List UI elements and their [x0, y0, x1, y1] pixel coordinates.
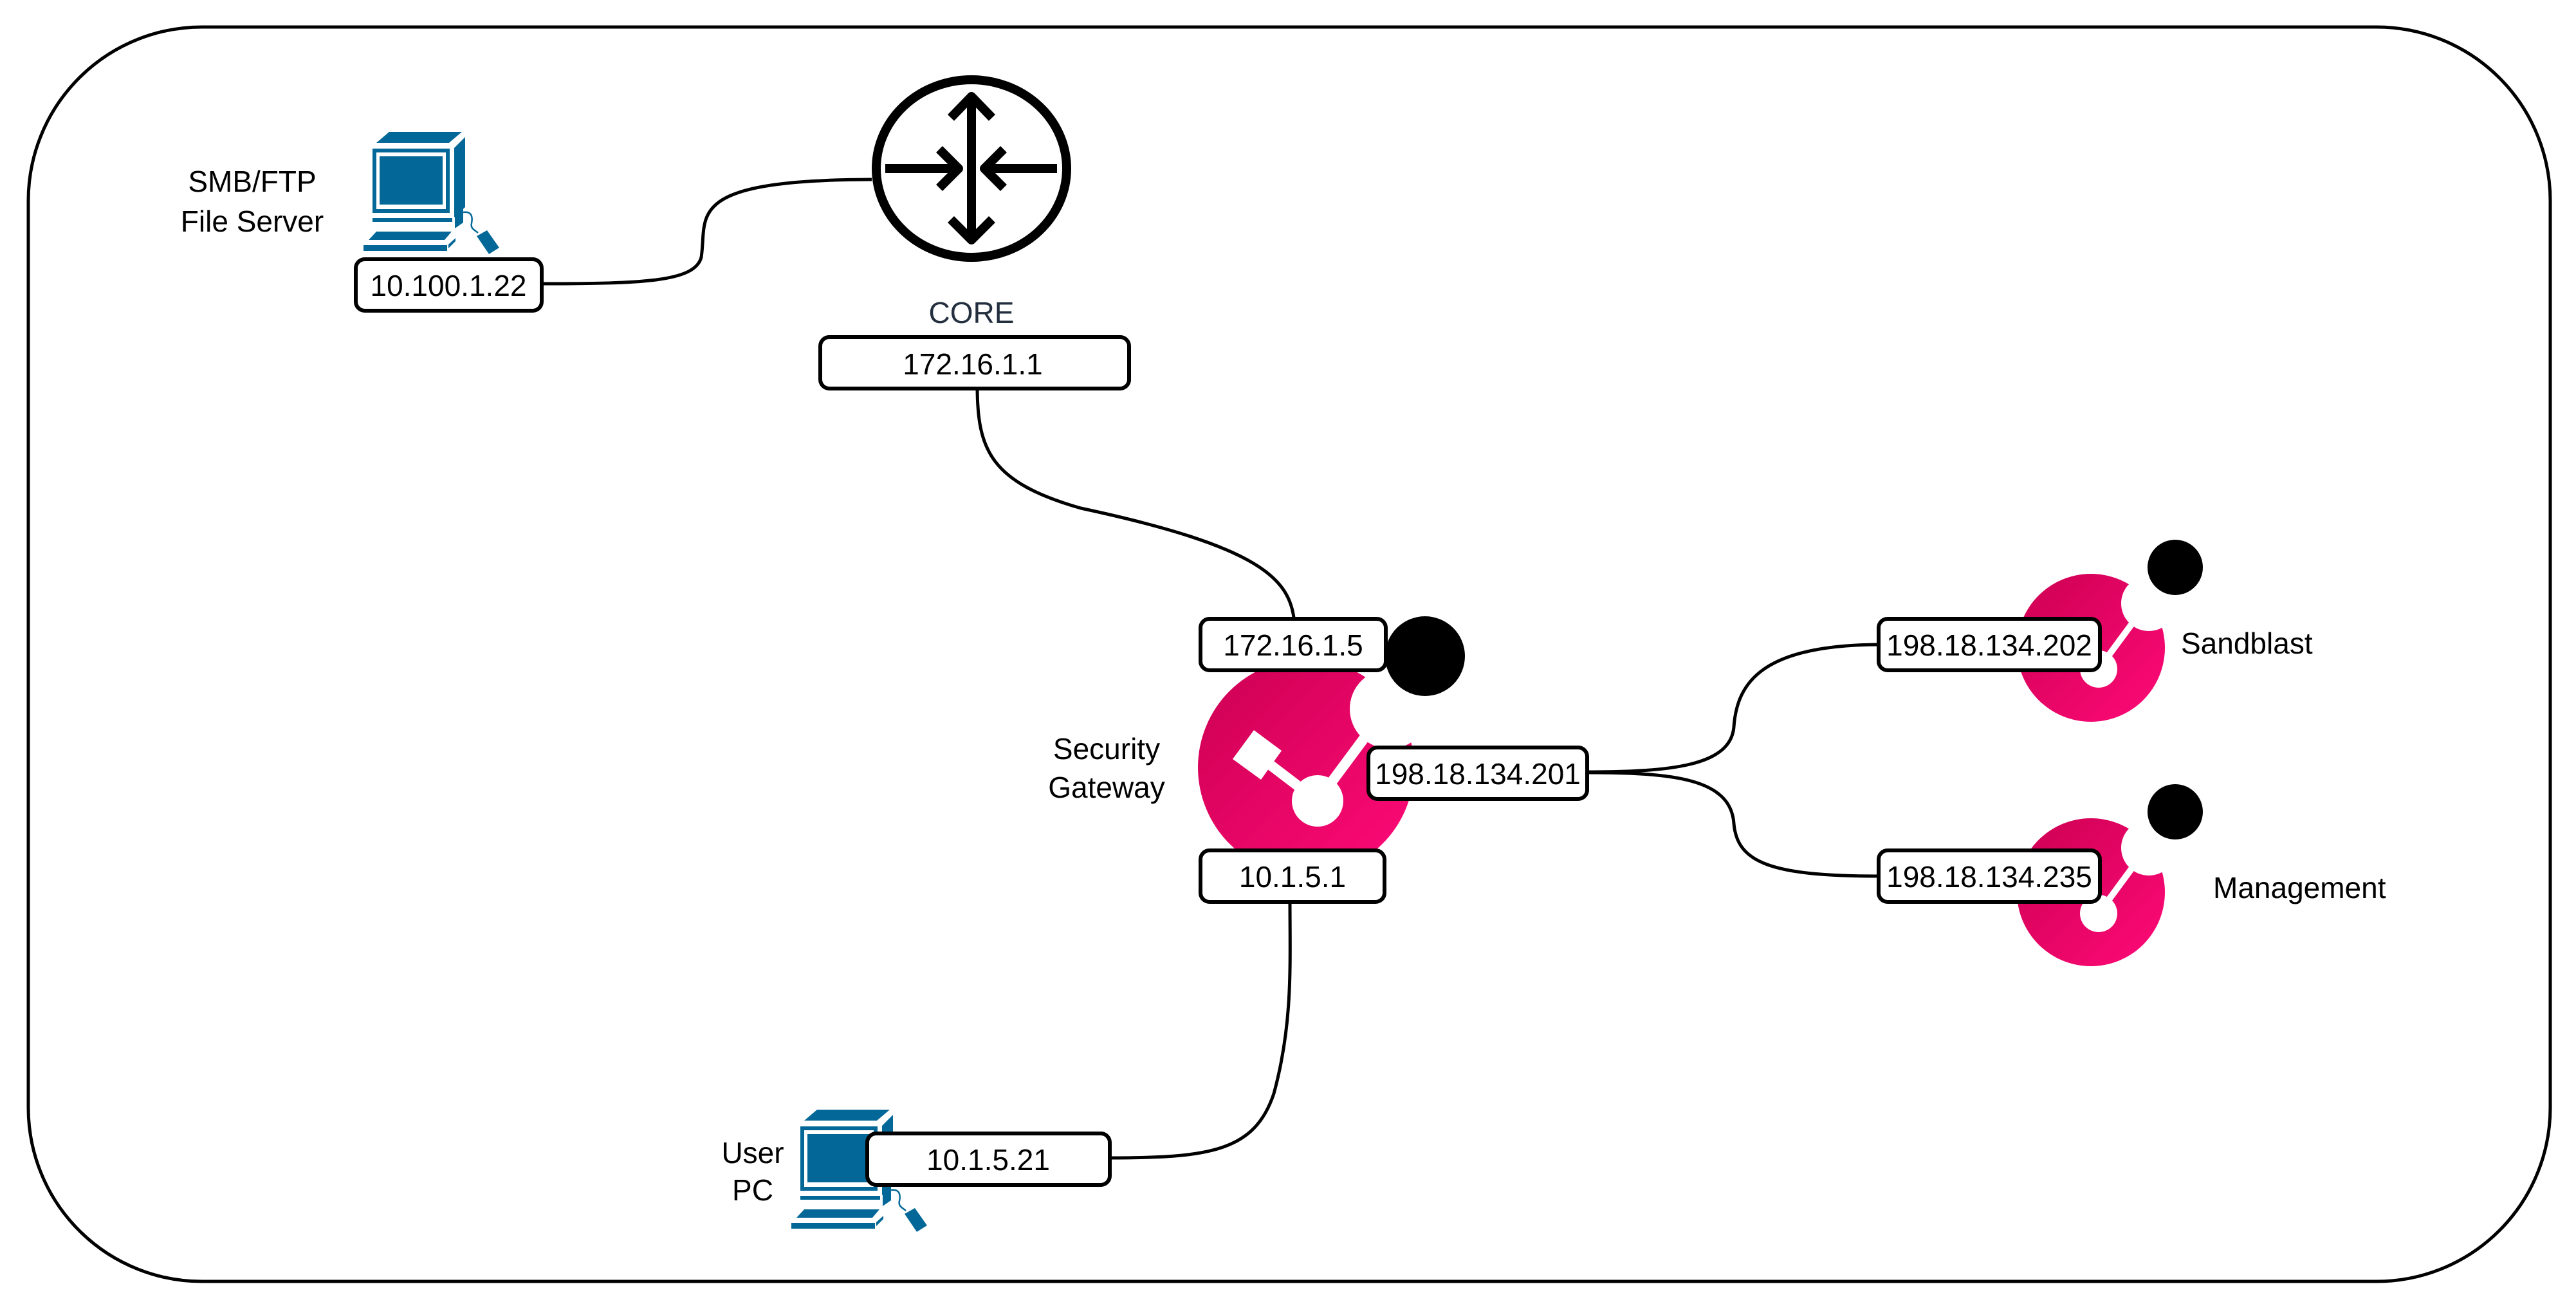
user-pc-label-line1: User: [721, 1136, 784, 1169]
gateway-label-line2: Gateway: [1048, 771, 1165, 804]
link-gateway-sandblast[interactable]: [1587, 643, 1879, 774]
management-ip-box: [1877, 848, 2102, 904]
file-server-label-line2: File Server: [181, 205, 324, 238]
gateway-ip-bottom: 10.1.5.1: [1239, 860, 1346, 894]
security-gateway-icon: [1198, 659, 1430, 876]
sandblast-node[interactable]: Sandblast 198.18.134.202: [1877, 540, 2313, 722]
management-label: Management: [2213, 871, 2386, 904]
core-ip-box: [818, 335, 1131, 390]
user-pc-ip-box: [865, 1132, 1112, 1187]
file-server-ip-box: [354, 257, 544, 313]
status-dot-icon: [2148, 784, 2203, 839]
user-pc-node[interactable]: User PC 10.1.5.21: [721, 1108, 1112, 1233]
link-fileserver-core[interactable]: [541, 178, 872, 286]
gateway-ip-top-box: [1199, 617, 1388, 672]
status-dot-icon: [2148, 540, 2203, 595]
workstation-icon: [362, 131, 501, 255]
gateway-ip-top: 172.16.1.5: [1223, 628, 1363, 662]
user-pc-label-line2: PC: [732, 1173, 773, 1207]
network-boundary: [26, 25, 2552, 1283]
file-server-label-line1: SMB/FTP: [188, 165, 316, 198]
core-ip: 172.16.1.1: [903, 347, 1042, 381]
security-gateway-node[interactable]: Security Gateway 172.16.1.5 198.18.134.2…: [1048, 616, 1589, 904]
gateway-ip-bottom-box: [1199, 848, 1386, 904]
status-dot-icon: [1385, 616, 1465, 696]
management-node[interactable]: Management 198.18.134.235: [1877, 784, 2386, 966]
file-server-node[interactable]: SMB/FTP File Server 10.100.1.22: [181, 131, 544, 313]
gateway-label-line1: Security: [1053, 732, 1160, 766]
sandblast-ip-box: [1877, 617, 2102, 672]
management-ip: 198.18.134.235: [1886, 860, 2092, 894]
gateway-ip-right: 198.18.134.201: [1375, 757, 1581, 791]
user-pc-ip: 10.1.5.21: [926, 1143, 1050, 1177]
sandblast-ip: 198.18.134.202: [1886, 628, 2092, 662]
core-router-node[interactable]: CORE 172.16.1.1: [818, 75, 1131, 390]
gateway-ip-right-box: [1366, 746, 1589, 801]
link-core-gateway[interactable]: [975, 385, 1296, 623]
router-icon: [872, 75, 1071, 262]
file-server-ip: 10.100.1.22: [370, 269, 526, 302]
link-gateway-management[interactable]: [1587, 771, 1879, 878]
core-label: CORE: [929, 296, 1015, 329]
link-gateway-userpc[interactable]: [1109, 899, 1292, 1160]
sandblast-label: Sandblast: [2181, 627, 2313, 660]
